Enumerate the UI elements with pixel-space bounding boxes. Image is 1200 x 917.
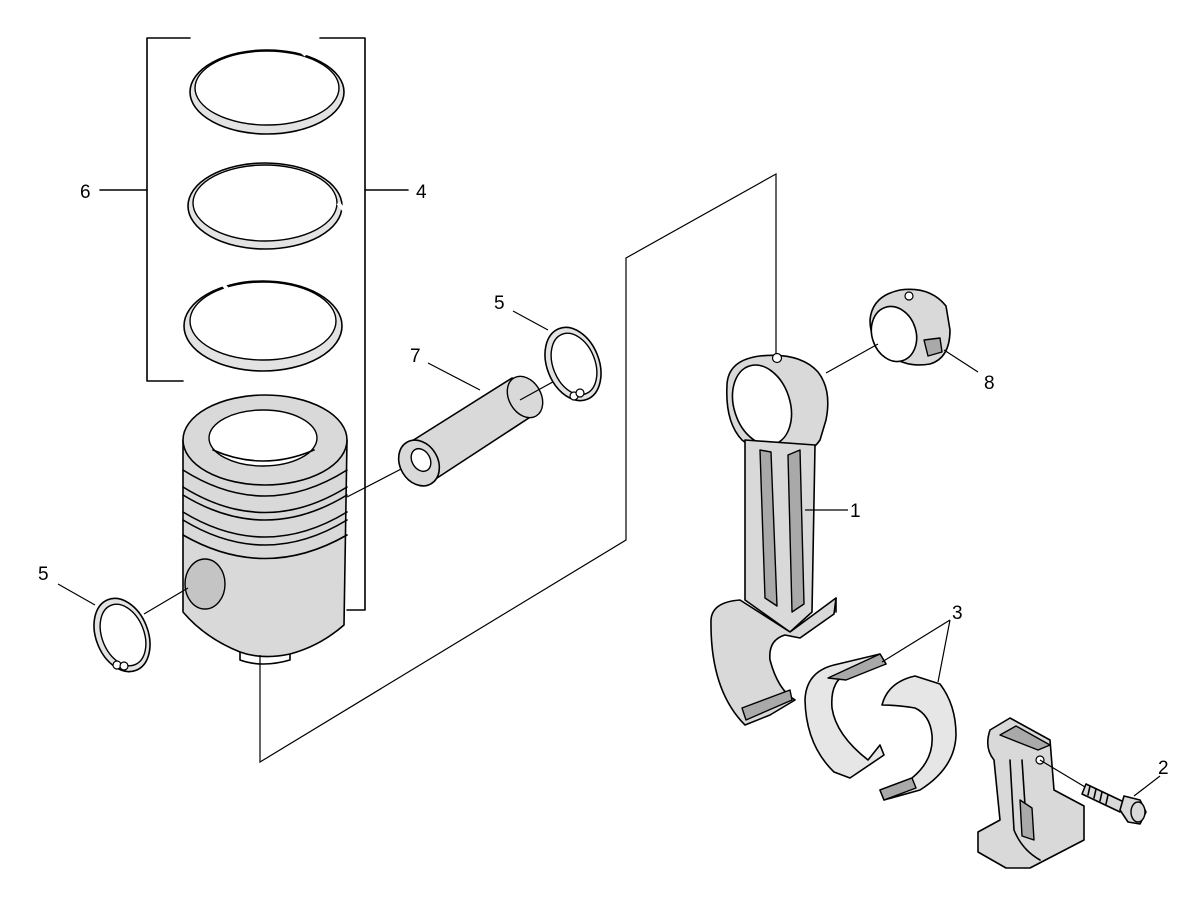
leader-clip-to-piston xyxy=(143,587,189,615)
connecting-rod-cap xyxy=(977,717,1085,869)
piston-ring-top xyxy=(189,48,345,135)
connecting-rod xyxy=(710,352,837,726)
assembly-center-line xyxy=(259,172,777,764)
callout-5-lower: 5 xyxy=(38,564,49,585)
leader-pin-to-piston xyxy=(346,466,406,498)
callout-3: 3 xyxy=(952,603,963,624)
callout-2: 2 xyxy=(1158,758,1169,779)
leader-5-upper xyxy=(512,310,549,331)
bearing-shell-lower xyxy=(879,675,957,801)
snap-ring-upper xyxy=(544,326,602,402)
callout-7: 7 xyxy=(410,346,421,367)
callout-4: 4 xyxy=(416,182,427,203)
piston xyxy=(182,394,348,665)
rod-bolt xyxy=(1039,759,1147,825)
leader-3-b xyxy=(937,619,951,683)
piston-ring-bottom xyxy=(183,280,343,372)
ring-set-bracket xyxy=(99,37,409,611)
callout-1: 1 xyxy=(850,501,861,522)
snap-ring-lower xyxy=(93,597,151,673)
leader-8 xyxy=(943,349,979,373)
callout-5-upper: 5 xyxy=(494,293,505,314)
piston-pin xyxy=(397,375,544,487)
callout-6: 6 xyxy=(80,182,91,203)
piston-ring-middle xyxy=(187,162,346,250)
leader-5-lower xyxy=(57,583,96,606)
leader-3-a xyxy=(881,619,951,663)
leader-2 xyxy=(1133,775,1161,797)
leader-rod-to-bushing xyxy=(825,343,879,374)
small-end-bushing xyxy=(869,288,951,366)
leader-7 xyxy=(427,362,481,391)
bearing-shell-upper xyxy=(804,653,887,779)
callout-8: 8 xyxy=(984,373,995,394)
